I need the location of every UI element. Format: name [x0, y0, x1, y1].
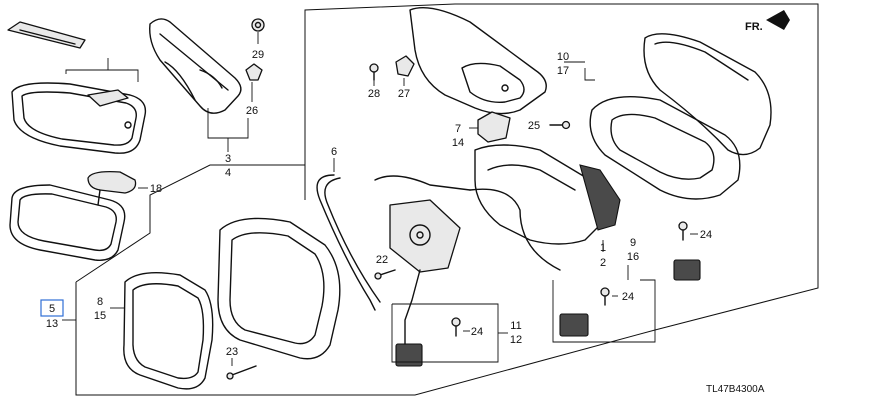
callout-7: 7 [455, 123, 461, 135]
screw-24-mid [600, 287, 610, 306]
callout-18: 18 [150, 183, 162, 195]
callout-5-highlight [40, 299, 64, 317]
callout-17: 17 [557, 65, 569, 77]
callout-1: 1 [600, 242, 606, 254]
callout-22: 22 [376, 254, 388, 266]
mirror-garnish [149, 18, 242, 114]
skull-cap [643, 33, 772, 156]
callout-15: 15 [94, 310, 106, 322]
callout-25: 25 [528, 120, 540, 132]
callouts: 29 26 3 4 18 28 27 7 14 25 10 17 6 22 1 … [46, 49, 712, 358]
callout-11: 11 [510, 320, 521, 332]
callout-2: 2 [600, 257, 606, 269]
screw-22 [374, 269, 396, 280]
screw-24-upper [678, 221, 688, 241]
callout-12: 12 [510, 334, 522, 346]
callout-24-upper: 24 [700, 229, 712, 241]
callout-5: 5 [49, 303, 55, 315]
assembly-frame [75, 3, 819, 396]
rearview-mirror-upper [11, 82, 147, 154]
mirror-housing [474, 144, 621, 245]
callout-10: 10 [557, 51, 569, 63]
clip-27 [395, 55, 415, 77]
callout-9: 9 [630, 237, 636, 249]
wire-harness-6 [316, 174, 381, 311]
mirror-motor [374, 175, 561, 273]
nut-29 [251, 18, 265, 32]
mirror-holder [217, 217, 341, 360]
callout-24-mid: 24 [622, 291, 634, 303]
callout-27: 27 [398, 88, 410, 100]
callout-29: 29 [252, 49, 264, 61]
callout-8: 8 [97, 296, 103, 308]
mirror-case-inner [589, 95, 741, 200]
connector-11 [395, 269, 423, 367]
callout-23: 23 [226, 346, 238, 358]
mirror-mount-stick [7, 21, 86, 49]
callout-24-lower: 24 [471, 326, 483, 338]
screw-28 [369, 63, 379, 81]
callout-26: 26 [246, 105, 258, 117]
front-direction-arrow: FR. [745, 10, 790, 33]
callout-28: 28 [368, 88, 380, 100]
screw-23 [226, 365, 257, 380]
callout-4: 4 [225, 167, 231, 179]
rearview-mirror-lower [9, 170, 137, 261]
callout-3: 3 [225, 153, 231, 165]
mirror-cover-upper [409, 7, 547, 115]
connector-lower [559, 313, 589, 337]
drawing-code: TL47B4300A [706, 384, 765, 395]
actuator-7 [477, 111, 511, 143]
mirror-glass [123, 272, 214, 390]
callout-16: 16 [627, 251, 639, 263]
clip-26 [245, 63, 263, 81]
callout-6: 6 [331, 146, 337, 158]
callout-13: 13 [46, 318, 58, 330]
connector-right [673, 259, 701, 281]
front-direction-label: FR. [745, 21, 763, 33]
callout-14: 14 [452, 137, 464, 149]
screw-24-lower [451, 317, 461, 337]
screw-25 [549, 120, 571, 130]
